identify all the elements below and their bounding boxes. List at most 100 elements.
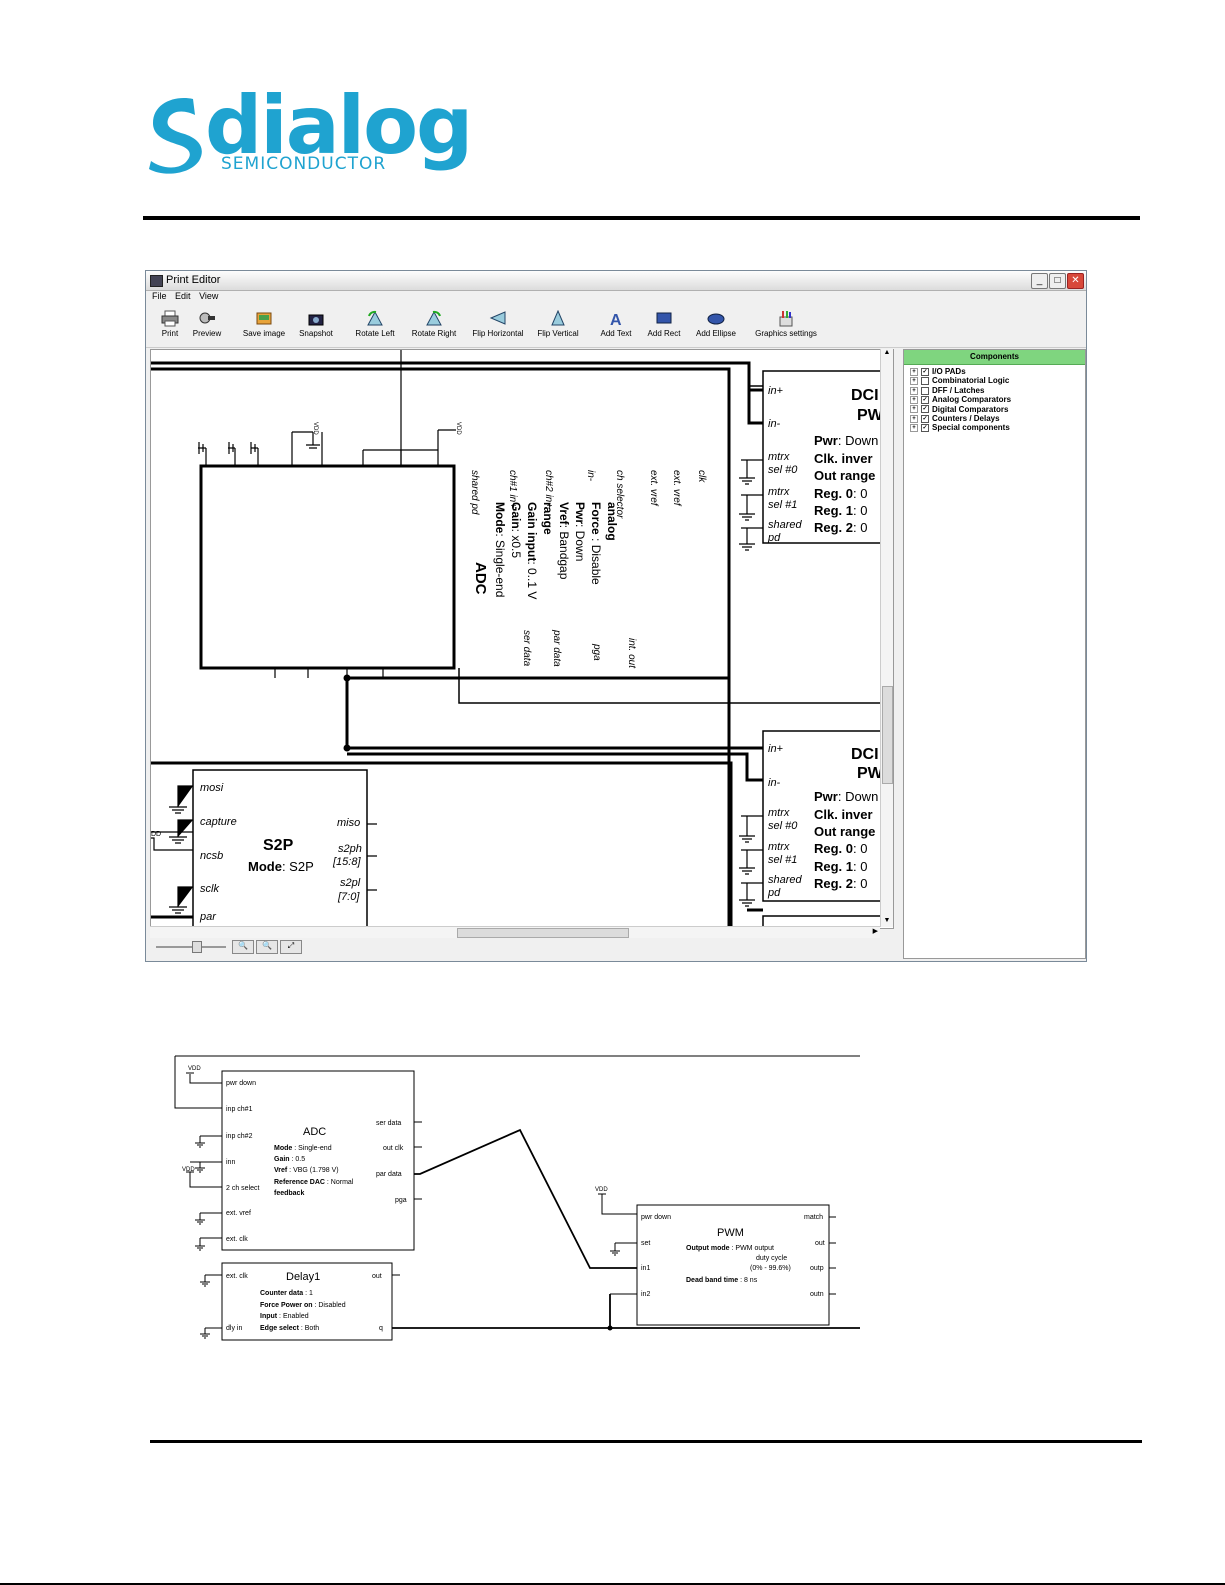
adc-pin-ch2: ch#2 in+: [543, 470, 554, 508]
svg-text:q: q: [379, 1325, 383, 1332]
svg-text:DCI: DCI: [851, 746, 879, 763]
printed-schematic: VDD VDD VDD ADC pwr down inp ch#1 inp ch…: [174, 1055, 860, 1341]
minimize-button[interactable]: _: [1031, 273, 1048, 289]
svg-text:Output mode : PWM output: Output mode : PWM output: [686, 1245, 774, 1252]
menu-edit[interactable]: Edit: [175, 291, 191, 301]
save-image-button[interactable]: Save image: [234, 307, 294, 338]
expand-icon[interactable]: +: [910, 405, 918, 414]
expand-icon[interactable]: +: [910, 377, 918, 386]
canvas-adc-line-7: analog: [605, 502, 619, 541]
horizontal-scrollbar[interactable]: ▶: [150, 926, 880, 938]
zoom-out-button[interactable]: 🔍: [256, 940, 278, 954]
svg-text:sel #1: sel #1: [768, 854, 797, 866]
svg-text:s2ph: s2ph: [338, 843, 362, 855]
svg-text:outp: outp: [810, 1265, 824, 1272]
close-button[interactable]: ✕: [1067, 273, 1084, 289]
svg-text:sel #1: sel #1: [768, 499, 797, 511]
checkbox[interactable]: ✓: [921, 396, 929, 405]
svg-text:feedback: feedback: [274, 1190, 304, 1197]
diagram-vdd-3: VDD: [595, 1187, 608, 1193]
zoom-fit-button[interactable]: ⤢: [280, 940, 302, 954]
svg-text:par: par: [199, 911, 217, 923]
flip-horizontal-button[interactable]: Flip Horizontal: [468, 307, 528, 338]
checkbox[interactable]: ✓: [921, 405, 929, 414]
tree-item-digital-comparators[interactable]: +✓Digital Comparators: [904, 405, 1085, 414]
svg-text:out: out: [372, 1273, 382, 1280]
rotate-right-icon: [426, 310, 442, 326]
maximize-button[interactable]: □: [1049, 273, 1066, 289]
svg-text:[15:8]: [15:8]: [332, 856, 361, 868]
expand-icon[interactable]: +: [910, 367, 918, 376]
menu-file[interactable]: File: [152, 291, 167, 301]
tree-item-dff-latches[interactable]: +DFF / Latches: [904, 386, 1085, 395]
checkbox[interactable]: ✓: [921, 424, 929, 433]
checkbox[interactable]: [921, 386, 929, 395]
zoom-slider-handle[interactable]: [192, 941, 202, 953]
adc-pin-ch-selector: ch selector: [614, 470, 625, 519]
rotate-left-button[interactable]: Rotate Left: [345, 307, 405, 338]
svg-text:mtrx: mtrx: [768, 841, 790, 853]
diagram-adc-block[interactable]: ADC pwr down inp ch#1 inp ch#2 inn 2 ch …: [226, 1080, 407, 1243]
flip-vertical-icon: [551, 310, 565, 326]
svg-text:Pwr: Down: Pwr: Down: [814, 789, 878, 804]
tree-item-combinatorial-logic[interactable]: +Combinatorial Logic: [904, 376, 1085, 385]
svg-text:Edge select : Both: Edge select : Both: [260, 1325, 319, 1332]
add-rect-button[interactable]: Add Rect: [634, 307, 694, 338]
print-button[interactable]: Print: [140, 307, 200, 338]
components-panel-title: Components: [904, 350, 1085, 365]
preview-button[interactable]: Preview: [177, 307, 237, 338]
expand-icon[interactable]: +: [910, 386, 918, 395]
menu-view[interactable]: View: [199, 291, 219, 301]
add-ellipse-button[interactable]: Add Ellipse: [686, 307, 746, 338]
canvas-adc-block[interactable]: ADC Mode: Single-end Gain: x0.5 Gain inp…: [469, 470, 707, 669]
svg-text:ser data: ser data: [376, 1120, 401, 1127]
window-title: Print Editor: [166, 274, 221, 286]
diagram-pwm-block[interactable]: PWM pwr down set in1 in2 match out outp …: [641, 1214, 825, 1298]
svg-text:in2: in2: [641, 1291, 650, 1298]
svg-text:PW: PW: [857, 765, 884, 782]
diagram-vdd-1: VDD: [188, 1066, 201, 1072]
adc-pin-shared-pd: shared pd: [469, 470, 480, 515]
vertical-scrollbar[interactable]: ▲ ▼: [880, 349, 893, 927]
svg-text:set: set: [641, 1240, 650, 1247]
expand-icon[interactable]: +: [910, 414, 918, 423]
checkbox[interactable]: ✓: [921, 367, 929, 376]
svg-text:Counter data : 1: Counter data : 1: [260, 1290, 313, 1297]
svg-text:par data: par data: [376, 1171, 402, 1178]
bottom-rule: [0, 1583, 1225, 1585]
zoom-in-button[interactable]: 🔍: [232, 940, 254, 954]
adc-pin-ser-data: ser data: [521, 630, 532, 667]
svg-text:[7:0]: [7:0]: [337, 891, 360, 903]
drawing-canvas[interactable]: ADC Mode: Single-end Gain: x0.5 Gain inp…: [150, 349, 894, 929]
graphics-settings-button[interactable]: Graphics settings: [751, 307, 821, 338]
flip-vertical-button[interactable]: Flip Vertical: [528, 307, 588, 338]
rect-icon: [656, 312, 672, 324]
zoom-slider[interactable]: [156, 946, 226, 948]
rotate-right-button[interactable]: Rotate Right: [404, 307, 464, 338]
canvas-s2p-block[interactable]: S2P Mode: S2P mosi capture ncsb sclk par…: [151, 782, 362, 923]
canvas-adc-line-1: Gain: x0.5: [509, 502, 523, 558]
tree-item-counters-delays[interactable]: +✓Counters / Delays: [904, 414, 1085, 423]
horizontal-scroll-thumb[interactable]: [457, 928, 629, 938]
tree-item-special-components[interactable]: +✓Special components: [904, 423, 1085, 432]
canvas-adc-title: ADC: [472, 562, 489, 595]
expand-icon[interactable]: +: [910, 424, 918, 433]
checkbox[interactable]: ✓: [921, 414, 929, 423]
svg-text:pga: pga: [395, 1197, 407, 1204]
diagram-delay-block[interactable]: Delay1 ext. clk dly in out q Counter dat…: [226, 1271, 383, 1332]
vertical-scroll-thumb[interactable]: [882, 686, 893, 784]
canvas-dcmp-block-2[interactable]: DCI PW in+ in- mtrx sel #0 mtrx sel #1 s…: [767, 743, 884, 899]
snapshot-button[interactable]: Snapshot: [286, 307, 346, 338]
adc-pin-pga: pga: [591, 643, 602, 661]
svg-text:match: match: [804, 1214, 823, 1221]
checkbox[interactable]: [921, 377, 929, 386]
canvas-dcmp-block-1[interactable]: DCI PW in+ in- mtrx sel #0 mtrx sel #1 s…: [767, 385, 884, 544]
expand-icon[interactable]: +: [910, 396, 918, 405]
svg-text:Pwr: Down: Pwr: Down: [814, 433, 878, 448]
tree-item-analog-comparators[interactable]: +✓Analog Comparators: [904, 395, 1085, 404]
tree-item-io-pads[interactable]: +✓I/O PADs: [904, 367, 1085, 376]
svg-text:ext. clk: ext. clk: [226, 1273, 248, 1280]
components-panel: Components +✓I/O PADs +Combinatorial Log…: [903, 349, 1086, 959]
svg-text:pwr down: pwr down: [641, 1214, 671, 1221]
